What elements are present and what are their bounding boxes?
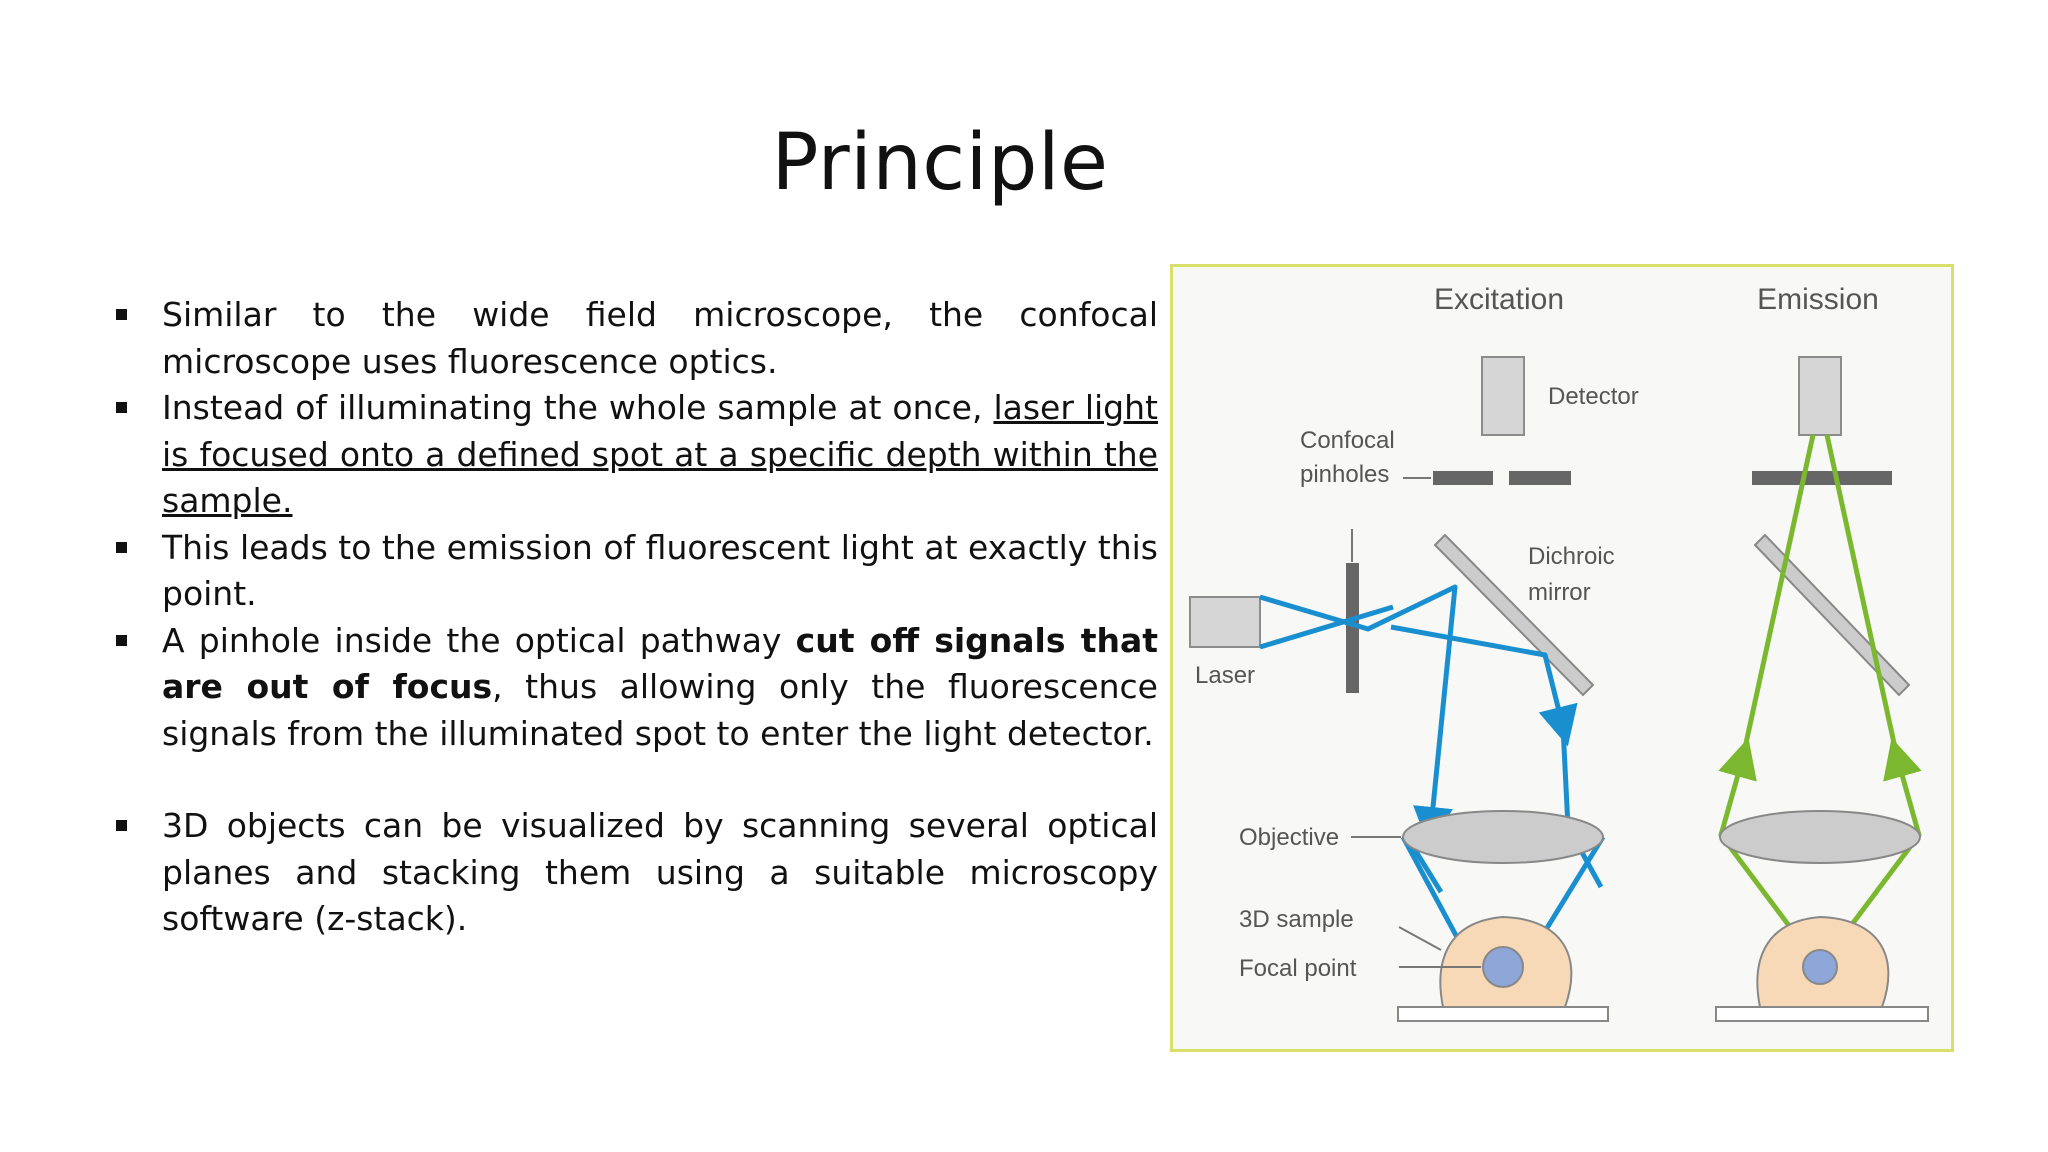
bullet-bold-text: cut off signals that are out of focus: [162, 620, 1158, 707]
bullet-item: 3D objects can be visualized by scanning…: [108, 803, 1158, 943]
emission-beam-left-up: [1740, 434, 1816, 758]
square-bullet-icon: [116, 634, 127, 646]
bullet-list: Similar to the wide field microscope, th…: [108, 292, 1158, 943]
focal-point-left: [1482, 946, 1524, 988]
bullet-item: Instead of illuminating the whole sample…: [108, 385, 1158, 525]
dichroic-mirror-emission: [1753, 533, 1911, 697]
bullet-underlined-text: laser light is focused onto a defined sp…: [162, 388, 1158, 520]
excitation-beam-down-right: [1560, 726, 1604, 889]
emission-heading: Emission: [1757, 283, 1879, 316]
mirror-label: mirror: [1528, 579, 1591, 606]
pinholes-label: pinholes: [1300, 461, 1389, 488]
square-bullet-icon: [116, 309, 127, 320]
laser-label: Laser: [1195, 662, 1255, 689]
focal-point-label: Focal point: [1239, 955, 1357, 982]
confocal-label: Confocal: [1300, 427, 1395, 454]
bullet-item: Similar to the wide field microscope, th…: [108, 292, 1158, 385]
slide-right: [1715, 1006, 1929, 1022]
objective-lens-left: [1402, 810, 1604, 864]
confocal-diagram: Excitation Emission Detector Confocal pi…: [1189, 283, 1929, 1022]
excitation-beam-right: [1390, 624, 1578, 747]
excitation-heading: Excitation: [1434, 283, 1564, 316]
confocal-diagram-figure: Excitation Emission Detector Confocal pi…: [1170, 264, 1954, 1052]
bullet-text: Instead of illuminating the whole sample…: [162, 388, 994, 427]
bullet-item: This leads to the emission of fluorescen…: [108, 525, 1158, 618]
laser-box: [1189, 596, 1261, 648]
detector-box-emission: [1798, 356, 1842, 436]
slide-title: Principle: [771, 118, 1109, 208]
dichroic-mirror: [1433, 533, 1595, 697]
excitation-beam-left-upper: [1259, 584, 1458, 847]
sample-label: 3D sample: [1239, 906, 1354, 933]
emission-beams: [1718, 434, 1922, 969]
bullet-text: 3D objects can be visualized by scanning…: [162, 806, 1158, 938]
bullet-item: A pinhole inside the optical pathway cut…: [108, 618, 1158, 758]
pinhole-left: [1433, 471, 1493, 485]
detector-label: Detector: [1548, 383, 1639, 410]
pinhole-emission: [1752, 471, 1892, 485]
emission-beam-right-up: [1824, 434, 1900, 758]
bullet-text: Similar to the wide field microscope, th…: [162, 295, 1158, 381]
objective-label: Objective: [1239, 824, 1339, 851]
bullet-text: This leads to the emission of fluorescen…: [162, 527, 1158, 614]
square-bullet-icon: [116, 402, 127, 413]
focal-point-right: [1802, 949, 1838, 985]
sample-leader: [1398, 926, 1442, 951]
laser-pinhole-bar: [1346, 563, 1359, 693]
bullet-text: , thus allowing only the fluorescence si…: [162, 667, 1158, 753]
excitation-beam-left-lower: [1259, 604, 1394, 650]
pinhole-right: [1509, 471, 1571, 485]
dichroic-label: Dichroic: [1528, 543, 1615, 570]
detector-box: [1481, 356, 1525, 436]
bullet-text: A pinhole inside the optical pathway: [162, 620, 796, 660]
objective-lens-right: [1719, 810, 1921, 864]
square-bullet-icon: [116, 541, 127, 553]
slide-left: [1397, 1006, 1609, 1022]
square-bullet-icon: [116, 820, 127, 831]
